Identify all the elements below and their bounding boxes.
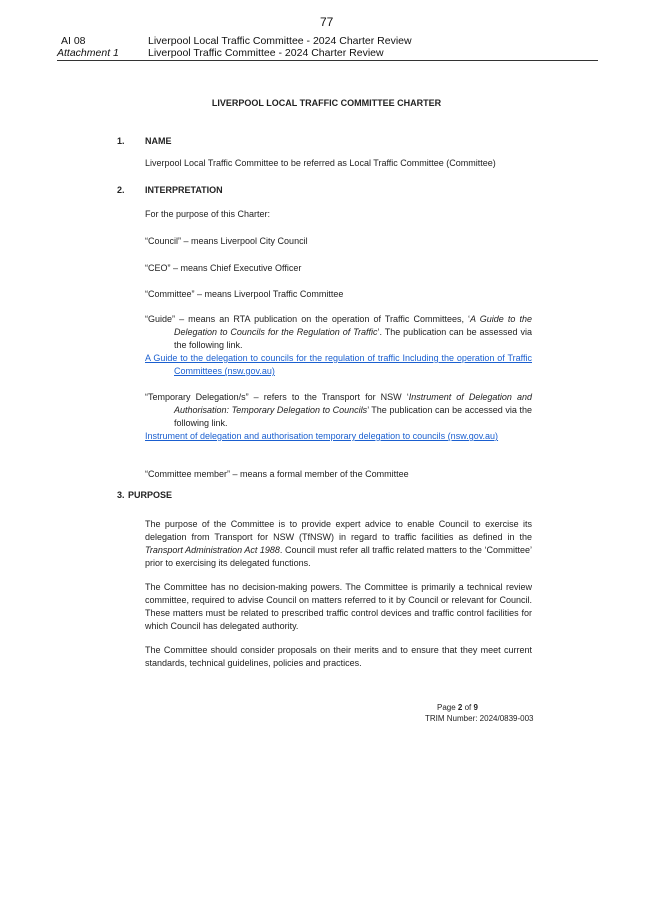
section-heading: NAME	[145, 136, 172, 146]
page-indicator: Page 2 of 9	[437, 701, 478, 714]
interpretation-intro: For the purpose of this Charter:	[145, 209, 271, 219]
text: Page	[437, 703, 458, 712]
definition-guide: “Guide” – means an RTA publication on th…	[145, 313, 532, 378]
definition-council: “Council” – means Liverpool City Council	[145, 236, 308, 246]
section-heading: PURPOSE	[128, 490, 173, 500]
item-code: AI 08	[61, 35, 86, 47]
current-page: 2	[457, 703, 463, 712]
text: of	[462, 703, 474, 712]
text: “Temporary Delegation/s” – refers to the…	[145, 392, 409, 402]
section-number: 1.	[117, 136, 125, 146]
section-heading: INTERPRETATION	[145, 185, 223, 195]
document-title: LIVERPOOL LOCAL TRAFFIC COMMITTEE CHARTE…	[211, 98, 442, 108]
total-pages: 9	[473, 703, 478, 712]
guide-title: A Guide to the Delegation to Councils fo…	[174, 314, 532, 337]
page-number: 77	[320, 15, 334, 29]
header-rule	[57, 60, 598, 61]
trim-number: TRIM Number: 2024/0839-003	[425, 714, 534, 723]
section-number: 2.	[117, 185, 125, 195]
section-number: 3.	[117, 490, 125, 500]
instrument-title: Instrument of Delegation and Authorisati…	[174, 392, 532, 415]
definition-committee: “Committee” – means Liverpool Traffic Co…	[145, 289, 344, 299]
text: ’ The publication can be accessed via th…	[174, 405, 532, 428]
act-title: Transport Administration Act 1988	[145, 545, 280, 555]
attachment-title: Liverpool Traffic Committee - 2024 Chart…	[148, 47, 384, 59]
purpose-paragraph-1: The purpose of the Committee is to provi…	[145, 518, 532, 570]
text: The purpose of the Committee is to provi…	[145, 519, 532, 542]
text: “Guide” – means an RTA publication on th…	[145, 314, 471, 324]
name-text: Liverpool Local Traffic Committee to be …	[145, 158, 496, 168]
guide-link[interactable]: A Guide to the delegation to councils fo…	[145, 353, 532, 376]
instrument-link[interactable]: Instrument of delegation and authorisati…	[145, 431, 499, 441]
purpose-paragraph-3: The Committee should consider proposals …	[145, 645, 532, 668]
attachment-label: Attachment 1	[57, 47, 119, 59]
item-title: Liverpool Local Traffic Committee - 2024…	[148, 35, 412, 47]
purpose-paragraph-2: The Committee has no decision-making pow…	[145, 582, 532, 631]
text: . Council must refer all traffic related…	[145, 545, 532, 568]
definition-temporary-delegation: “Temporary Delegation/s” – refers to the…	[145, 391, 532, 443]
definition-committee-member: “Committee member” – means a formal memb…	[145, 469, 409, 479]
text: ’. The publication can be assessed via t…	[174, 327, 532, 350]
definition-ceo: “CEO” – means Chief Executive Officer	[145, 263, 302, 273]
